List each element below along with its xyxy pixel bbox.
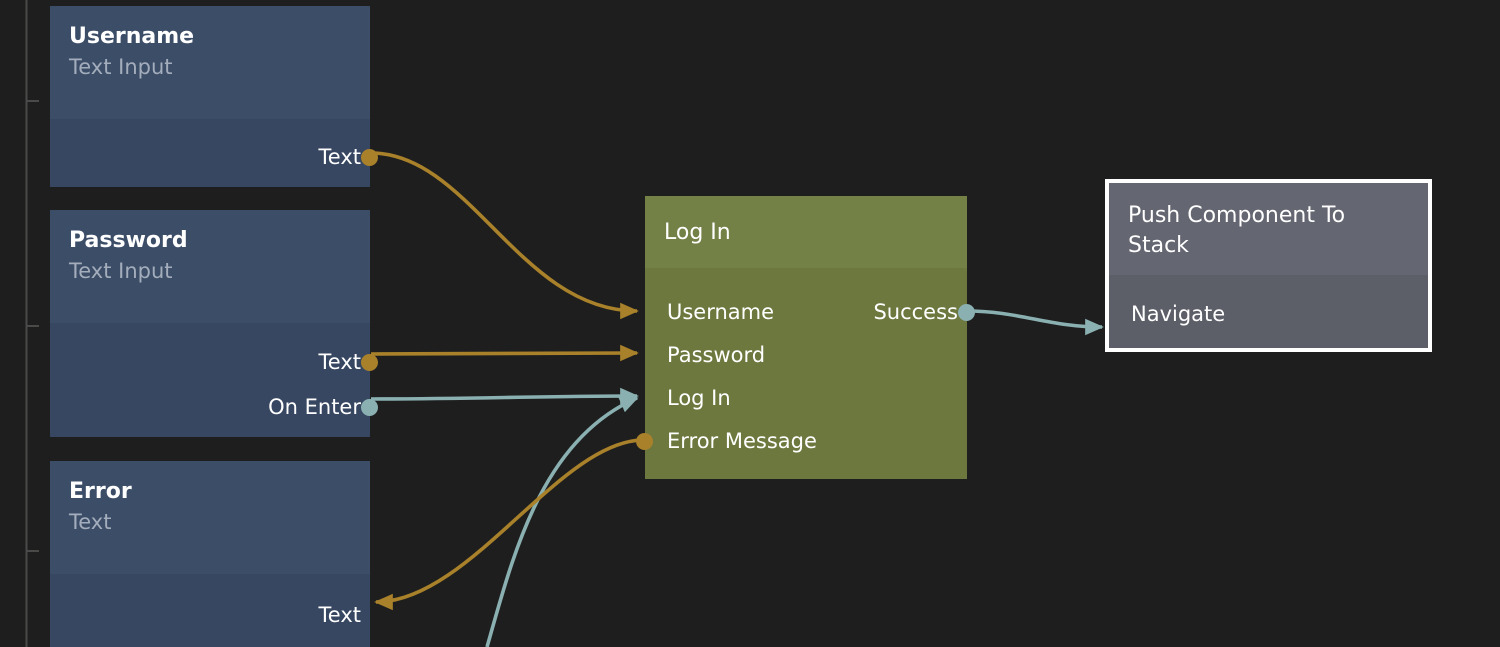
node-error-body: Text bbox=[50, 574, 370, 647]
node-username-title: Username bbox=[69, 24, 195, 49]
node-error-subtitle: Text bbox=[69, 510, 112, 534]
node-password-subtitle: Text Input bbox=[69, 259, 173, 283]
port-login-login-label: Log In bbox=[667, 386, 731, 410]
port-dot-gold-icon[interactable] bbox=[361, 148, 378, 166]
node-login-header: Log In bbox=[645, 196, 967, 268]
wire-password-onenter-to-login-login bbox=[370, 387, 639, 405]
port-login-success-label: Success bbox=[873, 300, 958, 324]
port-dot-teal-icon[interactable] bbox=[958, 303, 975, 321]
wire-login-errormessage-to-error-text bbox=[374, 438, 645, 611]
node-password-body: Text On Enter bbox=[50, 323, 378, 437]
port-login-errormessage-out[interactable]: Error Message bbox=[636, 426, 817, 456]
node-username-header: Username Text Input bbox=[50, 6, 370, 119]
node-login-title: Log In bbox=[664, 220, 731, 245]
node-error-header: Error Text bbox=[50, 461, 370, 574]
node-push-component-body: Navigate bbox=[1109, 275, 1428, 348]
node-password-header: Password Text Input bbox=[50, 210, 370, 323]
port-dot-gold-icon[interactable] bbox=[361, 353, 378, 371]
node-password[interactable]: Password Text Input Text On Enter bbox=[50, 210, 378, 437]
port-password-text-out[interactable]: Text bbox=[318, 347, 378, 377]
wire-username-text-to-login-username bbox=[370, 151, 639, 320]
port-login-password-label: Password bbox=[667, 343, 766, 367]
port-login-errormessage-label: Error Message bbox=[667, 429, 817, 453]
node-username-body: Text bbox=[50, 119, 378, 187]
port-push-component-navigate-label: Navigate bbox=[1131, 302, 1226, 326]
wire-login-success-to-pushcomponent-navigate bbox=[965, 309, 1104, 336]
node-push-component-header: Push Component To Stack bbox=[1109, 183, 1428, 275]
node-push-component-to-stack[interactable]: Push Component To Stack Navigate bbox=[1105, 179, 1432, 352]
node-error-title: Error bbox=[69, 479, 132, 504]
port-login-password-in[interactable]: Password bbox=[645, 340, 765, 370]
port-password-text-label: Text bbox=[318, 350, 361, 374]
port-push-component-navigate-in[interactable]: Navigate bbox=[1109, 299, 1225, 329]
node-username[interactable]: Username Text Input Text bbox=[50, 6, 378, 187]
port-username-text-out[interactable]: Text bbox=[318, 142, 378, 172]
port-login-username-label: Username bbox=[667, 300, 775, 324]
port-username-text-label: Text bbox=[318, 145, 361, 169]
wire-offscreen-to-login-login bbox=[485, 396, 639, 647]
port-password-onenter-label: On Enter bbox=[268, 395, 361, 419]
node-error[interactable]: Error Text Text bbox=[50, 461, 370, 647]
port-dot-gold-icon[interactable] bbox=[636, 432, 653, 450]
port-login-login-in[interactable]: Log In bbox=[645, 383, 731, 413]
port-error-text-in[interactable]: Text bbox=[319, 600, 370, 630]
node-login[interactable]: Log In Username Password Log In Error Me… bbox=[636, 196, 975, 479]
node-login-body: Username Password Log In Error Message S… bbox=[636, 268, 975, 479]
node-push-component-title: Push Component To Stack bbox=[1128, 203, 1346, 258]
port-password-onenter-out[interactable]: On Enter bbox=[268, 392, 378, 422]
node-password-title: Password bbox=[69, 228, 188, 253]
node-username-subtitle: Text Input bbox=[69, 55, 173, 79]
port-error-text-label: Text bbox=[318, 603, 361, 627]
wire-password-text-to-login-password bbox=[370, 344, 639, 362]
port-login-username-in[interactable]: Username bbox=[645, 297, 774, 327]
port-login-success-out[interactable]: Success bbox=[873, 297, 975, 327]
port-dot-teal-icon[interactable] bbox=[361, 398, 378, 416]
